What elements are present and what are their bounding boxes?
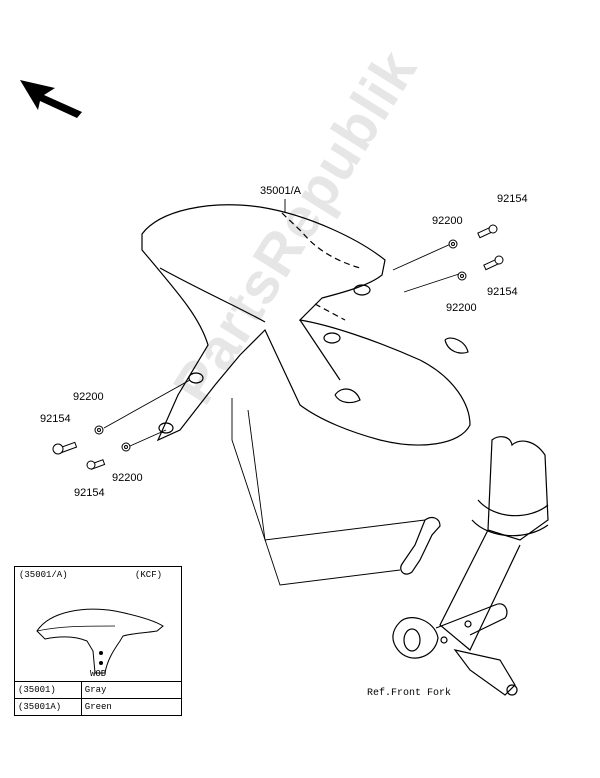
- inset-caption: WOD: [90, 669, 107, 679]
- color-table: (35001) Gray (35001A) Green: [14, 681, 183, 716]
- label-bolt-top: 92154: [497, 193, 528, 205]
- label-bolt-left-low: 92154: [74, 487, 105, 499]
- color-value: Gray: [80, 681, 183, 699]
- inset-code-label: (KCF): [135, 570, 163, 580]
- inset-part-label: (35001/A): [19, 570, 68, 580]
- label-bolt-left: 92154: [40, 413, 71, 425]
- leader-lines: [103, 199, 463, 586]
- label-fender-part: 35001/A: [260, 185, 301, 197]
- color-row: (35001) Gray: [14, 681, 183, 699]
- label-ref-front-fork: Ref.Front Fork: [367, 688, 452, 699]
- hardware: [52, 224, 504, 470]
- front-fender: [141, 204, 471, 446]
- color-row: (35001A) Green: [14, 698, 183, 716]
- label-washer-left-low: 92200: [112, 472, 143, 484]
- label-washer-right: 92200: [446, 302, 477, 314]
- color-value: Green: [80, 698, 183, 716]
- label-washer-top: 92200: [432, 215, 463, 227]
- arrow-icon: [20, 80, 82, 118]
- color-part: (35001): [14, 681, 82, 699]
- variant-inset: (35001/A) (KCF) WOD: [14, 566, 182, 716]
- label-bolt-right: 92154: [487, 286, 518, 298]
- color-part: (35001A): [14, 698, 82, 716]
- front-fork: [392, 436, 549, 696]
- inset-fender-drawing: [36, 608, 164, 674]
- label-washer-left: 92200: [73, 391, 104, 403]
